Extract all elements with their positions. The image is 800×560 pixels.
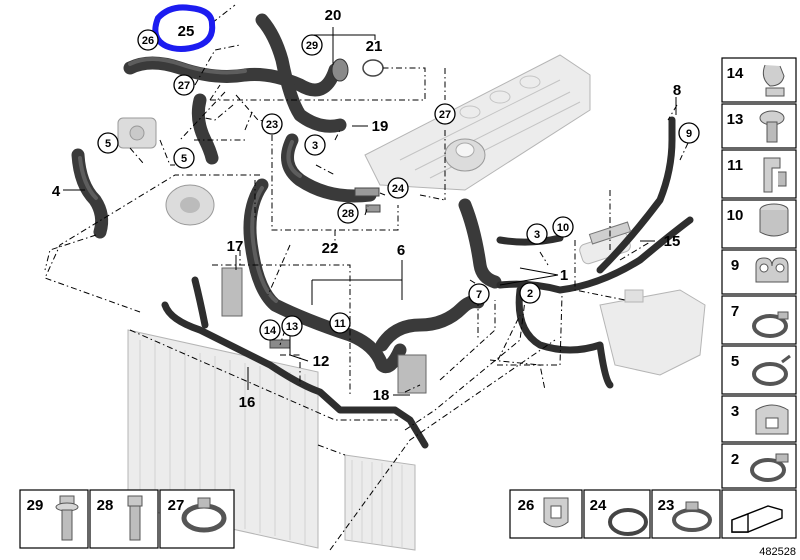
legend-num-7: 7 bbox=[731, 303, 739, 320]
callout-6: 6 bbox=[397, 242, 405, 259]
legend-cell-13 bbox=[721, 103, 797, 149]
thermostat-housing bbox=[117, 117, 157, 149]
legend-num-9: 9 bbox=[731, 257, 739, 274]
legend-num-13: 13 bbox=[727, 111, 744, 128]
auxiliary-radiator bbox=[344, 454, 416, 551]
retaining-clip-icon bbox=[755, 404, 789, 435]
callout-20: 20 bbox=[325, 7, 342, 24]
legend-cell-29 bbox=[19, 489, 89, 549]
legend-bottom-right: 26 24 23 bbox=[509, 489, 797, 539]
hose-clamp-icon bbox=[672, 501, 712, 532]
legend-cell-2 bbox=[721, 443, 797, 489]
hose-clip-icon bbox=[762, 64, 785, 97]
legend-bottom-left: 29 28 27 bbox=[19, 489, 235, 549]
highlight-marker bbox=[152, 4, 216, 52]
legend-num-14: 14 bbox=[727, 65, 744, 82]
spring-band-clamp-icon bbox=[752, 354, 791, 386]
callout-9: 9 bbox=[686, 128, 692, 140]
callout-10: 10 bbox=[557, 222, 569, 234]
hose-holder-icon bbox=[755, 257, 789, 283]
quick-coupling-icon bbox=[759, 203, 789, 237]
callout-12: 12 bbox=[313, 353, 330, 370]
callout-7: 7 bbox=[476, 289, 482, 301]
callout-19: 19 bbox=[372, 118, 389, 135]
callout-18: 18 bbox=[373, 387, 390, 404]
assortment-arrow-icon bbox=[731, 505, 783, 533]
callout-28: 28 bbox=[342, 208, 354, 220]
legend-num-23: 23 bbox=[658, 497, 675, 514]
callout-3: 3 bbox=[312, 140, 318, 152]
callout-23: 23 bbox=[266, 119, 278, 131]
callout-5: 5 bbox=[105, 138, 111, 150]
intake-manifold bbox=[364, 54, 591, 191]
legend-num-29: 29 bbox=[27, 497, 44, 514]
expansion-tank bbox=[599, 289, 706, 376]
legend-num-5: 5 bbox=[731, 353, 739, 370]
callout-labels: 20 21 25 19 4 22 8 15 6 1 17 12 16 18 29… bbox=[52, 7, 700, 411]
legend-num-28: 28 bbox=[97, 497, 114, 514]
callout-4: 4 bbox=[52, 183, 61, 200]
legend-num-24: 24 bbox=[590, 497, 607, 514]
callout-1: 1 bbox=[560, 267, 568, 284]
legend-num-27: 27 bbox=[168, 497, 185, 514]
callout-11: 11 bbox=[334, 318, 346, 330]
callout-27: 27 bbox=[178, 80, 190, 92]
callout-27-b: 27 bbox=[439, 109, 451, 121]
callout-24: 24 bbox=[392, 183, 405, 195]
legend-right: 14 13 11 10 9 7 5 3 2 bbox=[721, 57, 797, 489]
callout-15: 15 bbox=[664, 233, 681, 250]
legend-num-3: 3 bbox=[731, 403, 739, 420]
callout-17: 17 bbox=[227, 238, 244, 255]
callout-14: 14 bbox=[264, 325, 277, 337]
hex-bolt-icon bbox=[127, 495, 143, 541]
callout-8: 8 bbox=[673, 82, 681, 99]
rubber-grommet-icon bbox=[543, 497, 569, 528]
water-pump bbox=[165, 184, 215, 226]
legend-cell-28 bbox=[89, 489, 159, 549]
callout-16: 16 bbox=[239, 394, 256, 411]
expanding-rivet-icon bbox=[759, 110, 785, 143]
legend-num-10: 10 bbox=[727, 207, 744, 224]
callout-29: 29 bbox=[306, 40, 318, 52]
callout-13: 13 bbox=[286, 321, 298, 333]
callout-3-b: 3 bbox=[534, 229, 540, 241]
hose-clamp-icon bbox=[752, 311, 789, 338]
hose-clamp-icon bbox=[181, 497, 227, 533]
legend-num-11: 11 bbox=[727, 157, 743, 174]
callout-21: 21 bbox=[366, 38, 383, 55]
callout-26: 26 bbox=[142, 35, 154, 47]
hose-clamp-icon bbox=[750, 453, 789, 482]
sealing-ring-icon bbox=[608, 508, 648, 536]
legend-num-26: 26 bbox=[518, 497, 535, 514]
holder-bracket-icon bbox=[763, 157, 787, 193]
callout-5-b: 5 bbox=[181, 153, 187, 165]
callout-22: 22 bbox=[322, 240, 339, 257]
collar-bolt-icon bbox=[55, 495, 79, 541]
legend-num-2: 2 bbox=[731, 451, 739, 468]
callout-2: 2 bbox=[527, 288, 533, 300]
diagram-id: 482528 bbox=[759, 546, 796, 558]
callout-25: 25 bbox=[178, 23, 195, 40]
